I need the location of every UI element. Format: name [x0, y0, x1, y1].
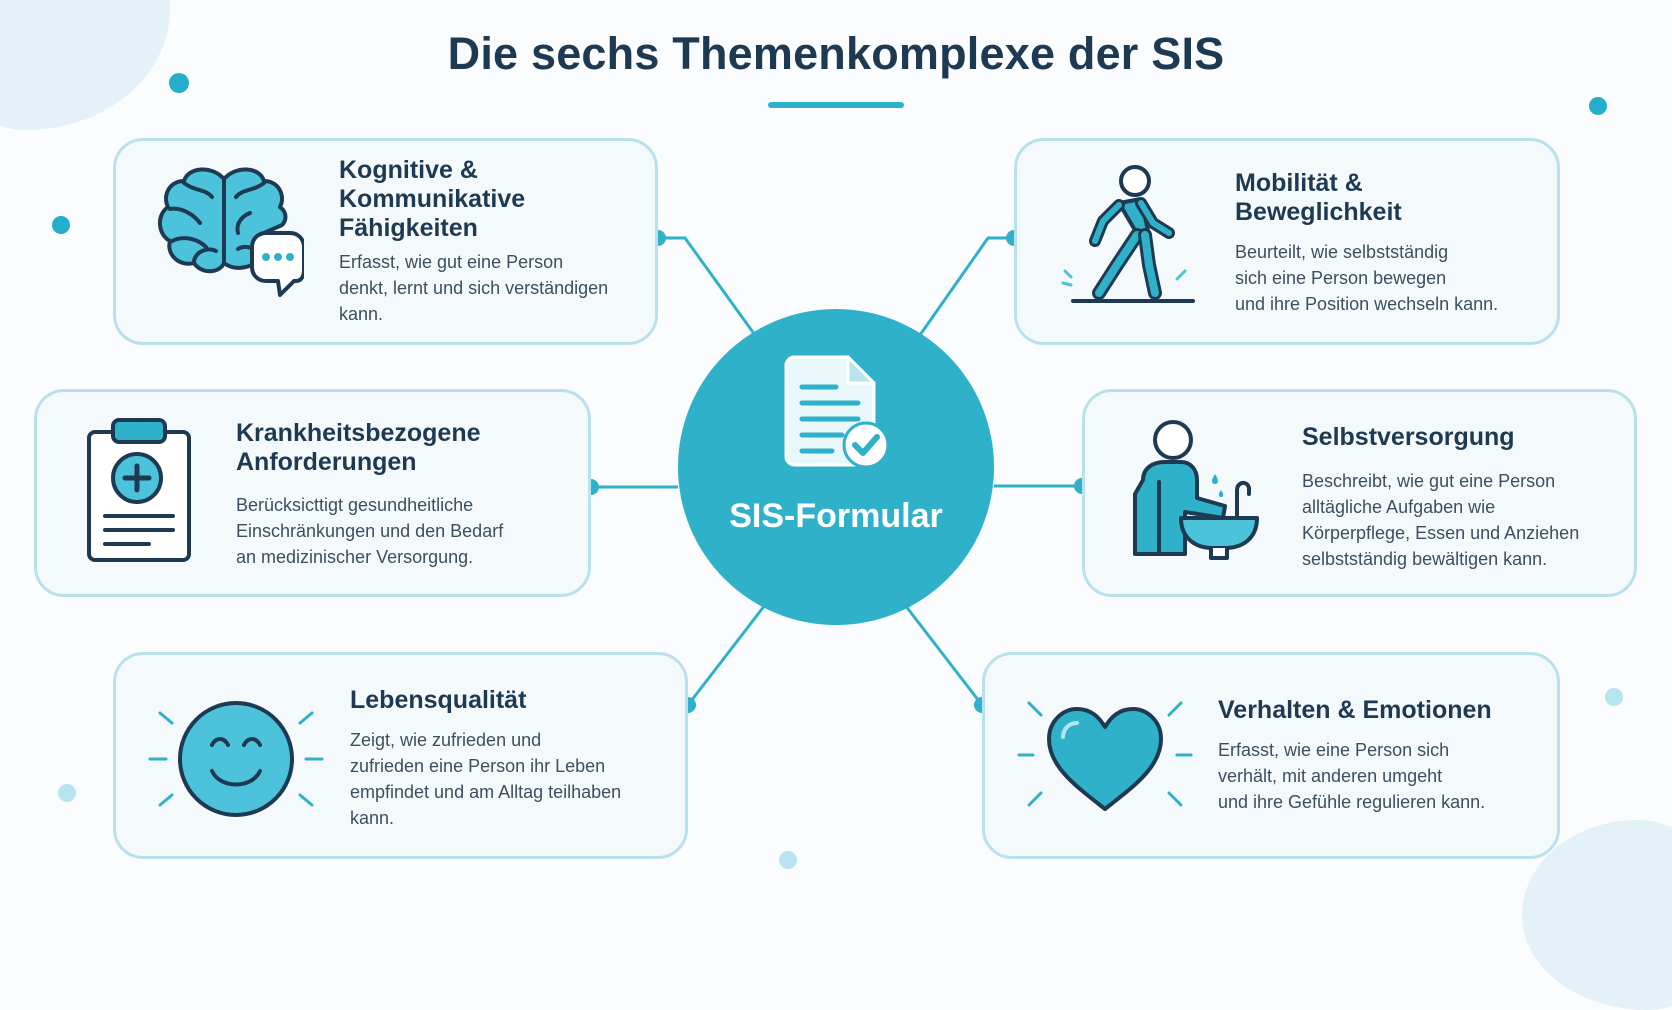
decorative-dot: [779, 851, 797, 869]
page-title: Die sechs Themenkomplexe der SIS: [447, 28, 1225, 79]
walking-person-icon: [1061, 165, 1195, 303]
topic-title: Selbstversorgung: [1302, 423, 1515, 451]
decorative-dot: [1589, 97, 1607, 115]
decorative-dot: [169, 73, 189, 93]
topic-card-illness[interactable]: Krankheitsbezogene Anforderungen Berücks…: [34, 389, 591, 597]
decorative-dot: [1605, 688, 1623, 706]
topic-description: Berücksicttigt gesundheitliche Einschrän…: [236, 495, 504, 567]
topic-description: Beschreibt, wie gut eine Person alltägli…: [1302, 471, 1580, 569]
brain-speech-icon: [158, 167, 304, 297]
topic-title: Kognitive & Kommunikative Fähigkeiten: [339, 156, 526, 242]
topic-card-mobility[interactable]: Mobilität & Beweglichkeit Beurteilt, wie…: [1014, 138, 1560, 345]
topic-description: Erfasst, wie gut eine Person denkt, lern…: [339, 252, 609, 324]
connector-line: [903, 604, 984, 706]
topic-card-quality-of-life[interactable]: Lebensqualität Zeigt, wie zufrieden und …: [113, 652, 688, 859]
decorative-dot: [58, 784, 76, 802]
topic-title: Mobilität & Beweglichkeit: [1235, 169, 1402, 226]
center-label: SIS-Formular: [729, 497, 943, 535]
topic-title: Verhalten & Emotionen: [1218, 696, 1492, 724]
topic-card-cognitive[interactable]: Kognitive & Kommunikative Fähigkeiten Er…: [113, 138, 658, 345]
topic-description: Zeigt, wie zufrieden und zufrieden eine …: [350, 730, 622, 828]
decorative-dot: [52, 216, 70, 234]
heart-icon: [1017, 701, 1193, 811]
topic-title: Lebensqualität: [350, 686, 527, 714]
smiley-face-icon: [148, 701, 324, 817]
document-check-icon: [784, 355, 888, 469]
connector-line: [658, 236, 757, 336]
topic-title: Krankheitsbezogene Anforderungen: [236, 419, 481, 476]
topic-card-selfcare[interactable]: Selbstversorgung Beschreibt, wie gut ein…: [1082, 389, 1637, 597]
connector-line: [686, 604, 767, 706]
medical-clipboard-icon: [87, 418, 191, 562]
connector-line: [918, 236, 1014, 336]
topic-description: Erfasst, wie eine Person sich verhält, m…: [1218, 740, 1486, 812]
topic-description: Beurteilt, wie selbstständig sich eine P…: [1235, 242, 1499, 314]
center-hub[interactable]: SIS-Formular: [678, 309, 994, 625]
topic-card-behavior[interactable]: Verhalten & Emotionen Erfasst, wie eine …: [982, 652, 1560, 859]
person-washing-hands-icon: [1133, 420, 1259, 560]
title-underline: [768, 102, 904, 108]
